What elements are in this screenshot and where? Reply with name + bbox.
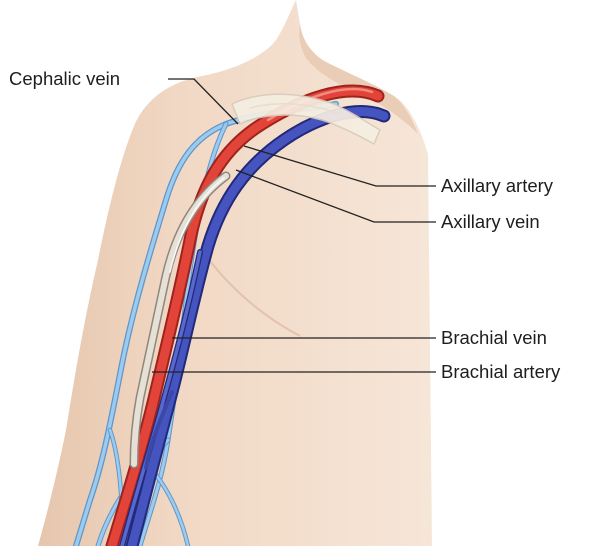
label-brachial-artery: Brachial artery [441,361,560,383]
label-axillary-artery: Axillary artery [441,175,553,197]
label-brachial-vein: Brachial vein [441,327,547,349]
label-axillary-vein: Axillary vein [441,211,540,233]
label-cephalic-vein: Cephalic vein [9,68,120,90]
